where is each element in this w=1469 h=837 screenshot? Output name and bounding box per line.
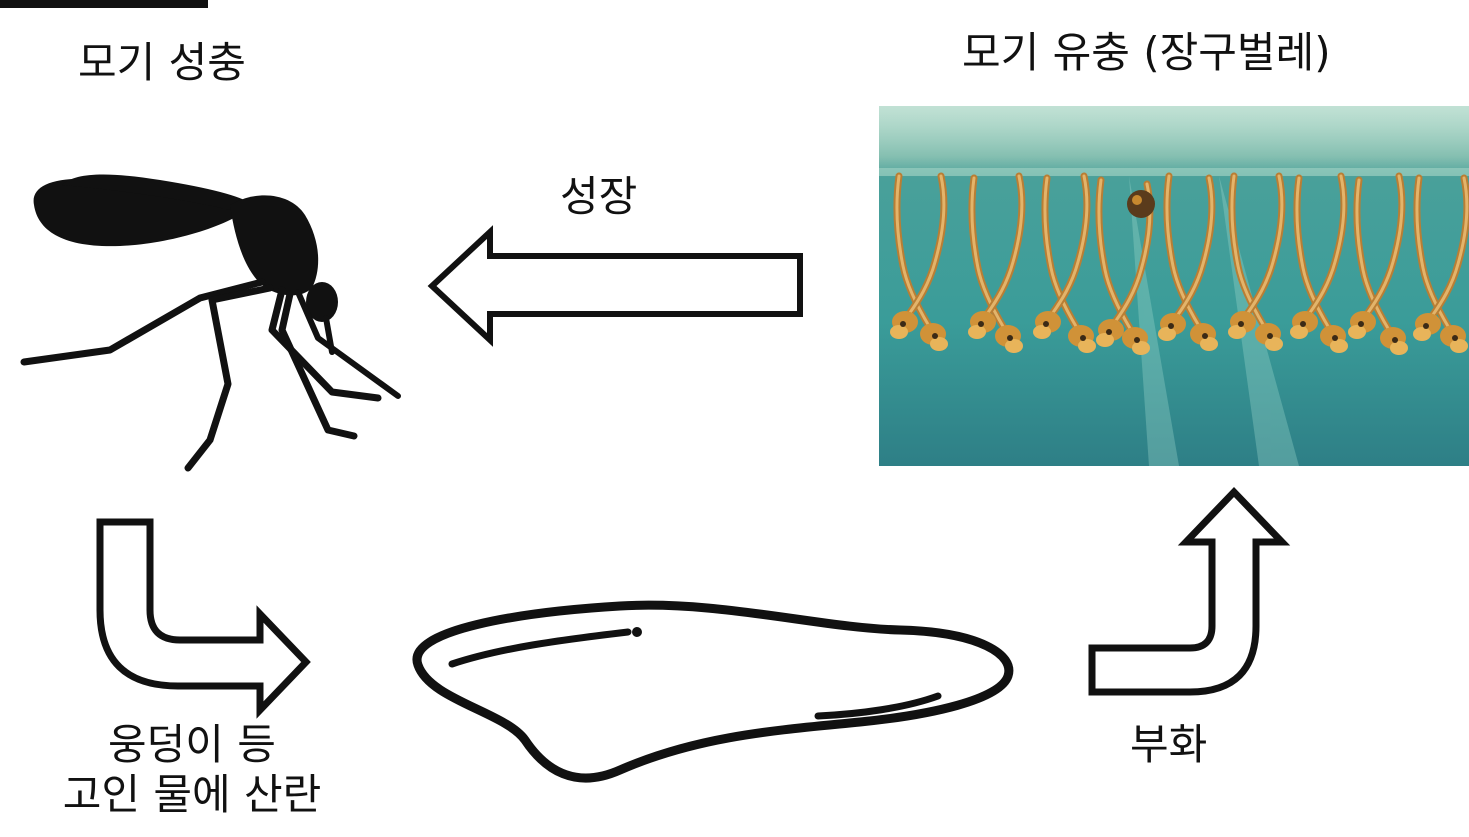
growth-label: 성장 [560,172,637,222]
lay-eggs-arrow-icon [90,515,320,715]
mosquito-larvae-photo [879,106,1469,466]
lay-eggs-label-line2: 고인 물에 산란 [22,770,362,820]
hatch-label: 부화 [1130,720,1207,770]
lay-eggs-label-line1: 웅덩이 등 [22,720,362,770]
adult-label: 모기 성충 [78,38,246,88]
top-rule [0,0,208,8]
puddle-icon [405,595,1025,785]
larva-label: 모기 유충 (장구벌레) [962,28,1331,78]
lay-eggs-label: 웅덩이 등 고인 물에 산란 [22,720,362,821]
mosquito-silhouette-icon [0,150,420,480]
growth-arrow-icon [420,220,820,360]
hatch-arrow-icon [1085,485,1295,705]
